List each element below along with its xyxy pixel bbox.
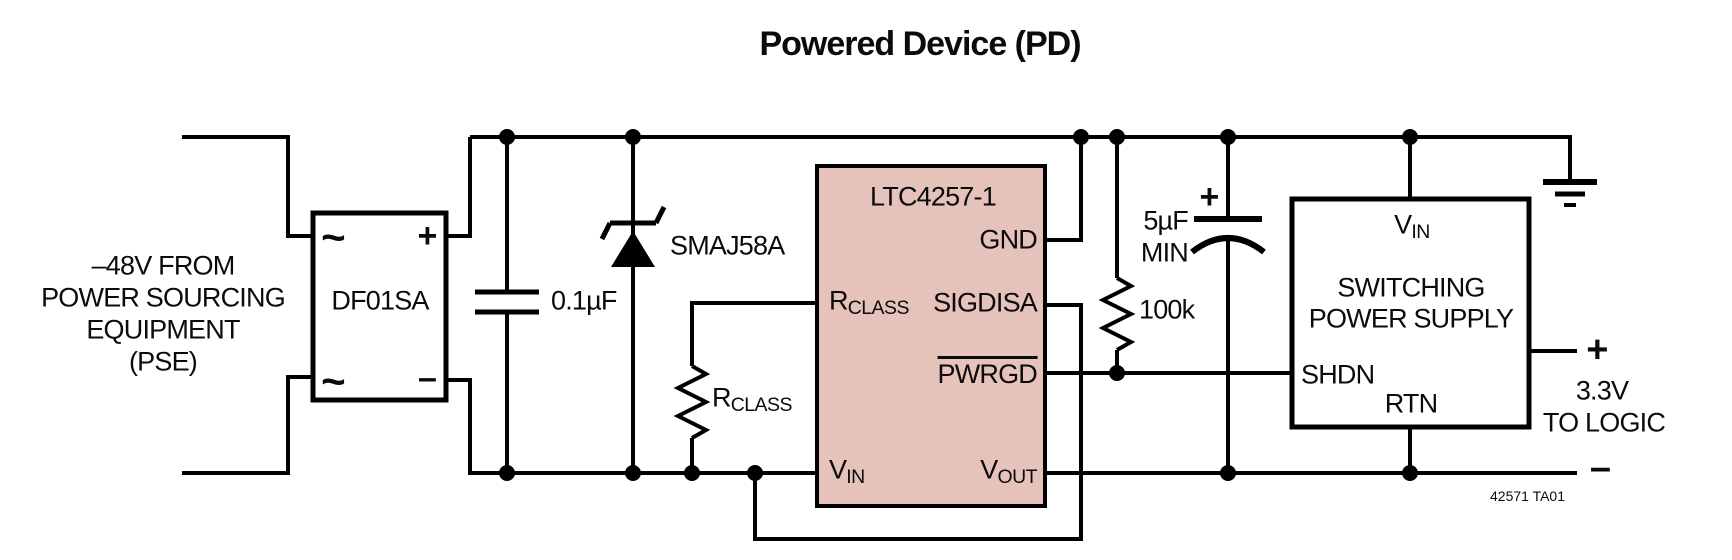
capacitor-5uf-arc-icon	[1190, 235, 1266, 255]
ic-pin-gnd: GND	[979, 224, 1037, 255]
class-resistor-label: RCLASS	[712, 382, 793, 416]
ic-pin-pwrgd: PWRGD	[937, 356, 1038, 388]
supply-pin-vin-main: V	[1394, 209, 1412, 240]
junction-dot	[1109, 365, 1125, 381]
output-minus-sign: –	[1589, 447, 1611, 489]
output-destination: TO LOGIC	[1542, 407, 1666, 438]
supply-name-line2: POWER SUPPLY	[1308, 303, 1514, 334]
ic-pin-sigdisa: SIGDISA	[933, 287, 1038, 318]
wire-gnd-pin	[1045, 139, 1083, 242]
supply-pin-rtn: RTN	[1384, 388, 1438, 419]
ic-pin-vout-main: V	[980, 454, 998, 485]
capacitor-0p1uf-icon	[475, 289, 539, 315]
junction-dot	[1109, 129, 1125, 145]
wire-bridge-minus-out	[446, 378, 472, 473]
junction-dot	[1402, 129, 1418, 145]
bulk-cap-polarity-plus: +	[1199, 178, 1219, 216]
wire-input-bottom	[182, 375, 313, 475]
bridge-ac-top-pin-label: ~	[321, 213, 346, 261]
figure-reference: 42571 TA01	[1490, 488, 1565, 504]
zener-diode-icon	[599, 205, 667, 267]
bulk-cap-value: 5µF	[1143, 205, 1188, 236]
switching-supply-body	[1289, 196, 1532, 430]
resistor-100k-icon	[1098, 276, 1136, 352]
wires	[182, 135, 1577, 541]
supply-pin-vin-sub: IN	[1411, 220, 1430, 243]
output-voltage: 3.3V	[1575, 375, 1629, 406]
wire-input-top	[182, 135, 313, 238]
bridge-part-number: DF01SA	[331, 285, 429, 316]
ic-pin-vin-sub: IN	[846, 465, 865, 488]
zener-cathode-bar	[599, 205, 667, 241]
bridge-minus-pin-label: –	[417, 359, 437, 397]
tvs-diode-part-number: SMAJ58A	[670, 230, 785, 261]
supply-name-line1: SWITCHING	[1337, 272, 1485, 303]
class-resistor-sub: CLASS	[730, 393, 793, 416]
junction-dots	[499, 129, 1418, 481]
pse-label-line2: POWER SOURCING	[41, 282, 286, 313]
wire-bridge-plus-out	[446, 137, 472, 238]
class-resistor-main: R	[712, 382, 731, 413]
ic-pin-pwrgd-text: PWRGD	[937, 356, 1038, 388]
junction-dot	[684, 465, 700, 481]
junction-dot	[1402, 465, 1418, 481]
ic-pin-vin-main: V	[829, 454, 847, 485]
supply-pin-shdn: SHDN	[1301, 359, 1375, 390]
input-cap-value: 0.1µF	[551, 285, 617, 316]
ic-body	[815, 164, 1047, 508]
resistor-rclass-icon	[673, 364, 711, 440]
pullup-resistor-value: 100k	[1139, 294, 1195, 325]
junction-dot	[1220, 129, 1236, 145]
zener-triangle	[611, 231, 655, 267]
pse-label-line4: (PSE)	[128, 346, 198, 377]
junction-dot	[625, 129, 641, 145]
bridge-rectifier-body	[310, 210, 449, 403]
ic-pin-rclass-sub: CLASS	[847, 296, 910, 319]
ic-pin-vin: VIN	[829, 454, 865, 488]
ic-pin-rclass: RCLASS	[829, 285, 910, 319]
ground-icon	[1543, 179, 1597, 207]
bridge-plus-pin-label: +	[417, 217, 437, 255]
resistors	[673, 276, 1136, 440]
ic-part-number: LTC4257-1	[870, 181, 997, 212]
capacitors	[475, 216, 1266, 315]
wire-top-rail	[470, 135, 1572, 181]
ic-pin-vout-sub: OUT	[997, 465, 1037, 488]
pse-label-line1: –48V FROM	[91, 250, 236, 281]
junction-dot	[1220, 465, 1236, 481]
pse-label-line3: EQUIPMENT	[86, 314, 240, 345]
bulk-cap-note: MIN	[1140, 237, 1189, 268]
junction-dot	[747, 465, 763, 481]
junction-dot	[1073, 129, 1089, 145]
junction-dot	[499, 465, 515, 481]
supply-pin-vin: VIN	[1394, 209, 1430, 243]
junction-dot	[625, 465, 641, 481]
ic-pin-rclass-main: R	[829, 285, 848, 316]
diagram-title: Powered Device (PD)	[759, 25, 1081, 63]
bridge-ac-bottom-pin-label: ~	[321, 357, 346, 405]
wire-sigdisa-loop	[753, 303, 1083, 541]
junction-dot	[499, 129, 515, 145]
output-plus-sign: +	[1586, 329, 1608, 371]
ic-pin-vout: VOUT	[980, 454, 1037, 488]
